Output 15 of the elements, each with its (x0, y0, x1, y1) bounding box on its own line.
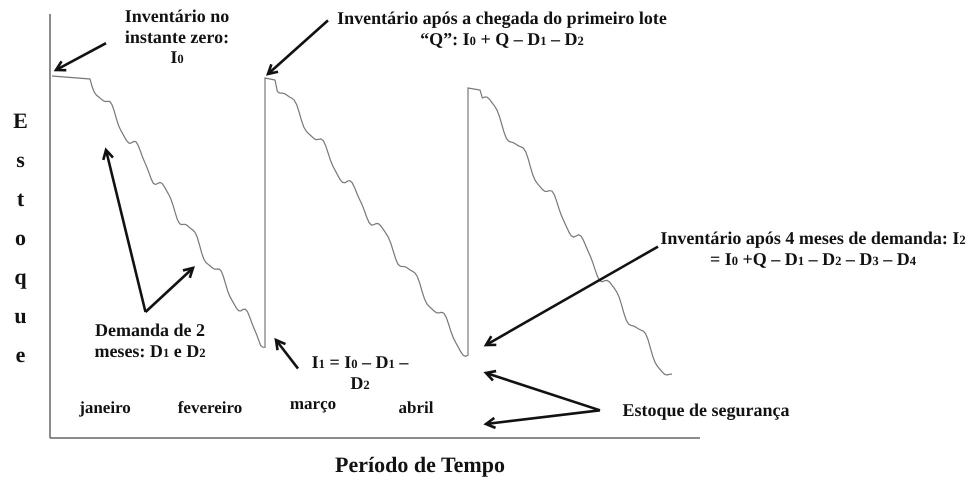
leader-arrow (484, 370, 600, 412)
month-label: abril (398, 398, 434, 418)
leader-arrow (144, 266, 194, 313)
month-label: fevereiro (176, 398, 244, 418)
axis-title: Estoque (8, 108, 32, 381)
leader-arrow (266, 19, 329, 76)
callout-text: Estoque de segurança (606, 400, 806, 421)
month-label: janeiro (78, 398, 132, 418)
month-label: março (288, 394, 338, 414)
leader-arrow (102, 148, 147, 312)
leader-arrow (54, 42, 107, 72)
leader-arrow (484, 245, 659, 346)
leader-arrow (484, 409, 600, 430)
leader-arrow (274, 338, 300, 370)
axis-title: Período de Tempo (334, 452, 506, 478)
